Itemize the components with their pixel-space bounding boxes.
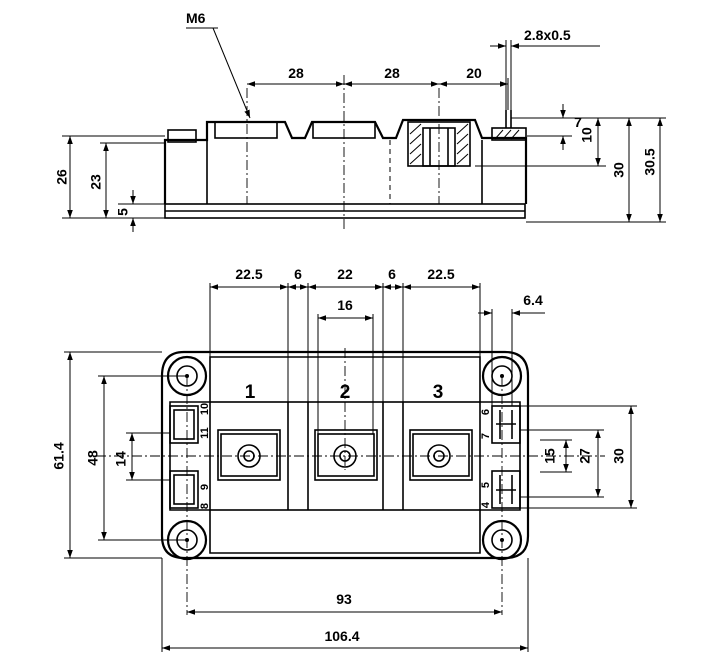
pin-label-7: 7 [480,433,492,439]
side-terminal-1 [214,121,278,139]
side-terminal-3-section [407,121,471,167]
dim-right-30-5: 30.5 [642,148,658,175]
pin-label-8: 8 [199,503,211,509]
pin-label-10: 10 [199,403,211,415]
pin-label-4: 4 [480,501,492,508]
side-tab-terminal [491,110,527,141]
dim-left-26: 26 [54,169,70,185]
pin-label-9: 9 [199,484,211,490]
side-view: 28 28 20 M6 2.8x0.5 26 23 5 [54,10,666,232]
dim-pitch-1: 28 [288,65,304,81]
side-left-block [167,129,197,143]
aux-pins-left [169,405,199,509]
dim-top-16: 16 [337,297,353,313]
dim-bottom-106-4: 106.4 [324,628,359,644]
callout-m6: M6 [186,10,206,26]
side-housing-outline [163,118,528,204]
pin-label-6: 6 [480,409,492,415]
terminal-label-3: 3 [433,382,444,403]
dim-top-6-right: 6 [388,266,396,282]
dim-left-23: 23 [88,174,104,190]
dim-left-61-4: 61.4 [51,442,67,469]
pin-label-11: 11 [199,427,211,439]
terminal-pad-3 [409,429,473,481]
dim-left-48: 48 [85,450,101,466]
dim-top-22-5-left: 22.5 [235,266,262,282]
dim-top-6-4: 6.4 [523,292,543,308]
dim-right-30: 30 [611,448,627,464]
terminal-pad-2 [314,429,378,481]
callout-tab-size: 2.8x0.5 [524,27,571,43]
aux-pins-right [491,405,521,509]
dim-right-15: 15 [542,448,558,464]
dim-right-10: 10 [579,127,595,143]
dim-top-22: 22 [337,266,353,282]
top-view: 10 11 9 8 6 7 5 4 1 2 3 22.5 6 22 6 22.5 [51,266,637,652]
dim-pitch-3: 20 [466,65,482,81]
dim-right-7: 7 [574,114,582,130]
dim-right-27: 27 [577,448,593,464]
terminal-pad-1 [217,429,281,481]
dim-left-5: 5 [115,208,131,216]
dim-pitch-2: 28 [384,65,400,81]
dim-top-6-left: 6 [294,266,302,282]
pin-label-5: 5 [480,482,492,488]
dim-left-14: 14 [113,451,129,467]
dim-bottom-93: 93 [336,591,352,607]
terminal-label-1: 1 [245,382,256,403]
dim-right-30: 30 [611,162,627,178]
dim-top-22-5-right: 22.5 [427,266,454,282]
